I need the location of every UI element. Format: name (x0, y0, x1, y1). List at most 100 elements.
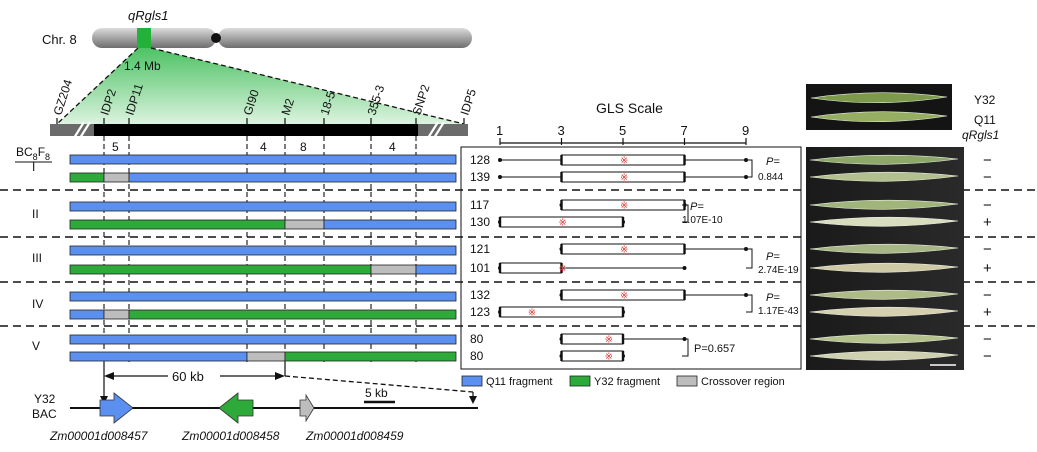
pvalue-value-1: 1.07E-10 (682, 215, 723, 226)
interval-label: 60 kb (172, 369, 204, 384)
leaf-sample-2 (809, 199, 959, 210)
genotype-sign-8: − (983, 331, 992, 348)
generation-base: BC (16, 145, 33, 159)
iqr-box-5 (499, 262, 562, 274)
sample-count-5: 101 (470, 261, 490, 275)
qtl-locus-marker (137, 28, 151, 48)
region-size-label: 1.4 Mb (124, 59, 161, 73)
pvalue-label-2: P= (766, 251, 780, 263)
genotype-sign-3: + (983, 214, 992, 231)
gene-label-008458: Zm00001d008458 (181, 429, 280, 443)
sample-count-4: 121 (470, 242, 490, 256)
interval-arrow-left (104, 372, 114, 380)
gls-frame (460, 146, 802, 370)
sample-count-1: 139 (470, 170, 490, 184)
genotype-sign-4: − (983, 241, 992, 258)
recombinant-count-3: 4 (389, 140, 396, 154)
gene-arrow-008458 (218, 392, 254, 424)
haplotype-segment-2-0 (69, 201, 457, 212)
genotype-sign-9: − (983, 348, 992, 365)
median-star-6: ※ (620, 291, 628, 302)
sample-count-2: 117 (470, 198, 489, 212)
iqr-box-7 (499, 306, 624, 318)
gene-arrow-008459 (299, 393, 315, 423)
whisker-max-5 (682, 266, 687, 270)
haplotype-segment-0-0 (69, 154, 457, 165)
legend-swatch-q11 (461, 375, 483, 387)
legend-label-q11: Q11 fragment (486, 376, 552, 388)
marker-bar (50, 124, 468, 136)
haplotype-segment-3-0 (69, 219, 286, 230)
generation-sub2: 8 (45, 152, 50, 162)
leaf-sample-7 (809, 306, 959, 317)
chromosome-arm-left (92, 28, 216, 48)
haplotype-segment-9-2 (284, 351, 457, 362)
photo-label-gene: qRgls1 (962, 128, 999, 142)
chromosome-arm-right (218, 28, 472, 48)
median-star-2: ※ (620, 201, 628, 212)
pvalue-value-4: P=0.657 (694, 343, 735, 355)
leaf-sample-3 (809, 216, 959, 227)
row-group-label-0: I (32, 160, 35, 174)
gls-tick-label-0: 1 (496, 123, 503, 138)
genotype-sign-2: − (983, 197, 992, 214)
haplotype-segment-1-0 (69, 172, 105, 183)
marker-label-8: IDP5 (458, 87, 480, 117)
leaf-sample-1 (809, 171, 959, 182)
whisker-min-0 (498, 158, 502, 162)
recombinant-count-1: 4 (260, 140, 267, 154)
generation-mid: F (38, 145, 45, 159)
legend-label-y32: Y32 fragment (594, 376, 660, 388)
legend-label-crossover: Crossover region (701, 376, 785, 388)
pvalue-label-3: P= (766, 292, 780, 304)
gls-tick-label-2: 5 (619, 123, 626, 138)
leaf-sample-0 (809, 154, 959, 165)
iqr-box-9 (561, 350, 624, 362)
sample-count-6: 132 (470, 288, 490, 302)
gls-tick-label-4: 9 (742, 123, 749, 138)
gls-tick-label-1: 3 (558, 123, 565, 138)
leaf-y32-reference (810, 92, 948, 104)
zoom-edge-left (56, 47, 139, 125)
leaf-sample-9 (809, 350, 959, 361)
photo-label-y32: Y32 (974, 93, 996, 107)
pvalue-bracket-1 (682, 204, 689, 223)
median-star-5: ※ (559, 264, 567, 275)
leaf-sample-6 (809, 289, 959, 300)
row-group-label-1: II (32, 207, 39, 221)
genotype-sign-6: − (983, 287, 992, 304)
sample-count-3: 130 (470, 215, 490, 229)
genotype-sign-5: + (983, 260, 992, 277)
bac-projection-head (469, 396, 477, 404)
marker-label-4: M2 (279, 96, 298, 116)
marker-label-7: SNP2 (410, 82, 433, 116)
axis-break-1 (79, 121, 91, 139)
pvalue-bracket-3 (746, 294, 753, 313)
pvalue-bracket-2 (746, 248, 753, 269)
axis-break-3 (433, 121, 445, 139)
photo-label-q11: Q11 (974, 113, 996, 127)
median-star-7: ※ (528, 308, 536, 319)
row-group-label-2: III (32, 251, 42, 265)
median-star-9: ※ (605, 352, 613, 363)
axis-break-0 (73, 121, 85, 139)
leaf-sample-4 (809, 243, 959, 254)
sample-count-9: 80 (470, 349, 484, 363)
median-star-0: ※ (620, 156, 628, 167)
haplotype-segment-9-1 (246, 351, 286, 362)
haplotype-segment-1-1 (103, 172, 130, 183)
genotype-sign-7: + (983, 304, 992, 321)
reference-leaf-photo (806, 84, 952, 130)
haplotype-segment-3-2 (323, 219, 457, 230)
haplotype-segment-5-1 (370, 264, 417, 275)
pvalue-value-0: 0.844 (758, 172, 783, 183)
haplotype-segment-5-0 (69, 264, 372, 275)
pvalue-value-3: 1.17E-43 (758, 306, 799, 317)
recombinant-count-2: 8 (300, 140, 307, 154)
interval-arrow-right (275, 372, 285, 380)
haplotype-segment-7-0 (69, 309, 105, 320)
recombinant-count-0: 5 (112, 140, 119, 154)
